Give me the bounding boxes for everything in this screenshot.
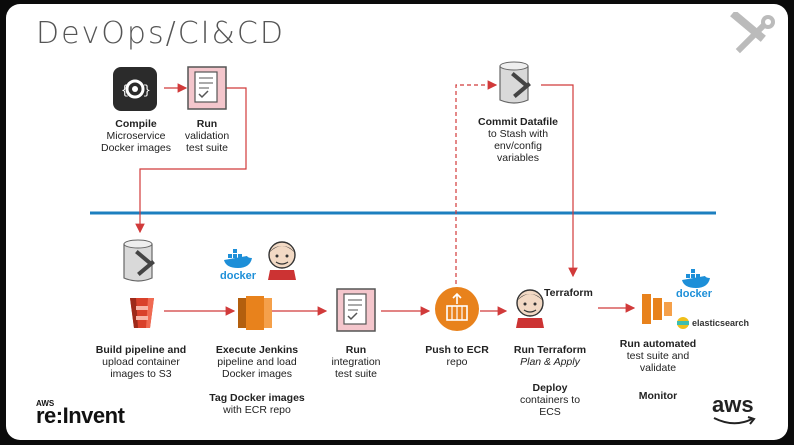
jenkins-butler-icon [268,241,296,280]
slide: DevOps/CI&CD [6,4,788,440]
aws-logo: aws [712,392,754,417]
elasticsearch-wordmark: elasticsearch [692,318,750,328]
docker-wordmark: docker [676,288,713,300]
arrow-validation-build [135,87,247,234]
ecs-service-icon [642,294,672,324]
terraform-wordmark: Terraform [544,287,593,299]
test-checklist-icon [336,288,376,332]
svg-text:{: { [121,83,129,98]
ecr-registry-icon [435,287,479,331]
jenkins-butler-icon [516,289,544,328]
server-tools-icon [123,239,155,282]
reinvent-text: re:Invent [36,403,125,428]
label-automated: Run automated test suite and validate [619,338,697,374]
page-title: DevOps/CI&CD [36,16,285,51]
label-tag-docker: Tag Docker images with ECR repo [209,392,305,416]
elasticsearch-icon [677,317,689,329]
connector-layer [90,80,716,316]
s3-bucket-icon [130,298,154,328]
aws-small-text: AWS [36,399,55,408]
label-compile: Compile Microservice Docker images [100,118,172,154]
arrow-commit-terraform [541,84,578,278]
gear-code-icon: { } [113,67,157,111]
label-commit: Commit Datafile to Stash with env/config… [478,116,558,164]
label-jenkins: Execute Jenkins pipeline and load Docker… [215,344,299,380]
docker-whale-icon [682,269,710,288]
svg-text:}: } [143,83,151,98]
docker-whale-icon [224,249,252,268]
label-push: Push to ECR repo [425,344,489,368]
label-terraform: Run Terraform Plan & Apply [513,344,587,368]
label-build: Build pipeline and upload container imag… [95,344,187,380]
test-checklist-icon [187,66,227,110]
label-validation: Run validation test suite [184,118,230,154]
tools-icon [730,12,775,54]
ec2-instance-icon [238,296,272,330]
label-integration: Run integration test suite [331,344,381,380]
label-monitor: Monitor [638,390,678,402]
arrow-push-commit-dashed [455,80,498,284]
aws-smile-icon [713,416,756,425]
docker-wordmark: docker [220,270,257,282]
server-tools-icon [499,61,531,104]
label-deploy: Deploy containers to ECS [519,382,581,418]
